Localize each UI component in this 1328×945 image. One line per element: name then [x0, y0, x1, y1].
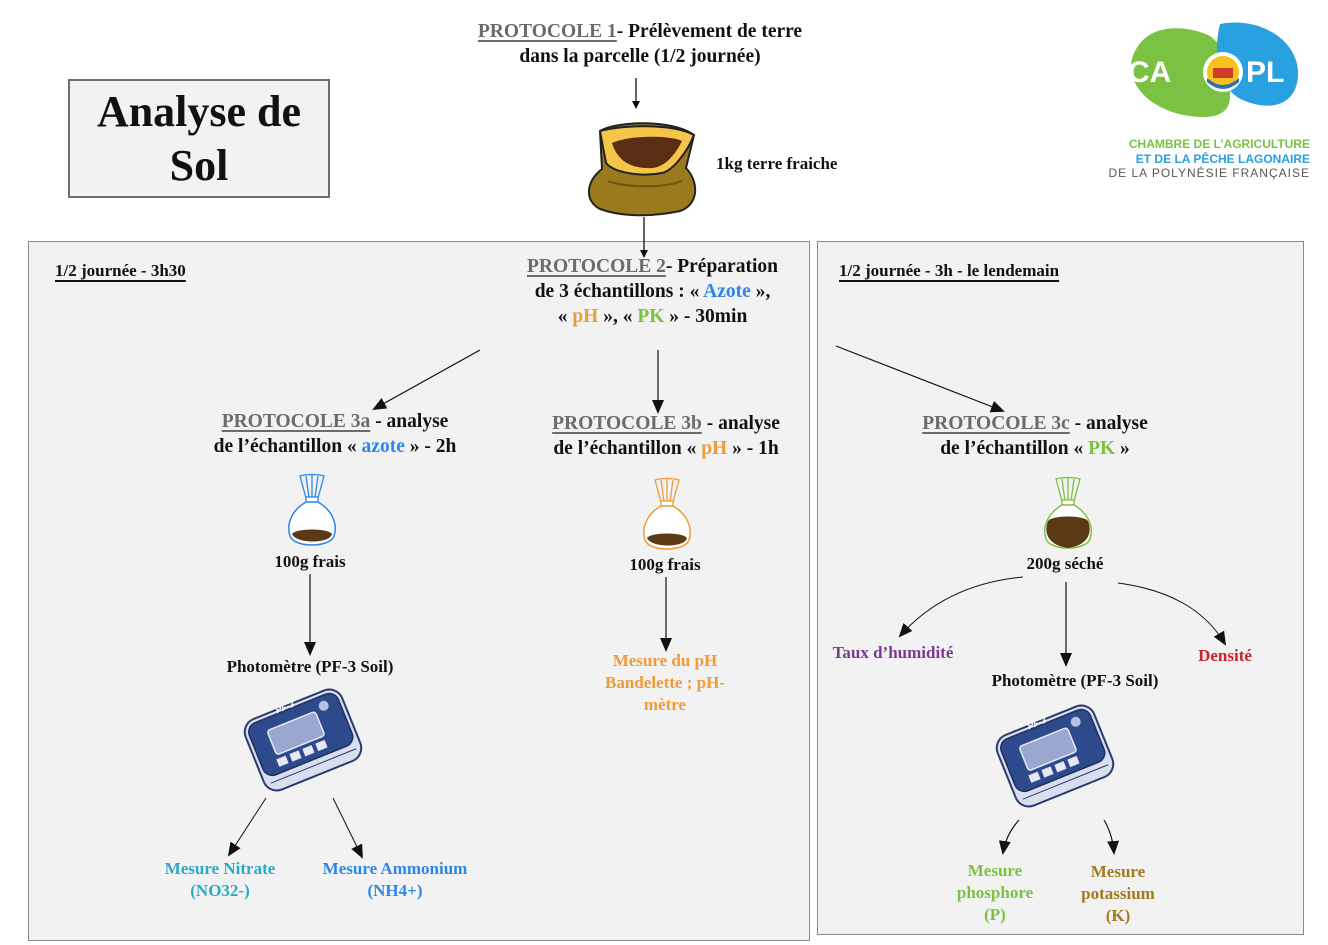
protocol2-name: PROTOCOLE 2: [527, 256, 666, 277]
photometer-3c-icon: PF-3: [995, 696, 1115, 816]
soil-sack-icon: [588, 122, 696, 217]
protocol1-text2: dans la parcelle (1/2 journée): [519, 46, 761, 67]
caopl-logo: CA PL CHAMBRE DE L’AGRICULTURE ET DE LA …: [1108, 16, 1310, 186]
protocol1-heading: PROTOCOLE 1- Prélèvement de terre dans l…: [400, 19, 880, 69]
logo-text-line2: ET DE LA PÊCHE LAGONAIRE: [1135, 152, 1310, 166]
measure-potassium-line3: (K): [1105, 906, 1131, 925]
protocol3a-instrument: Photomètre (PF-3 Soil): [226, 657, 394, 676]
protocol3b-sample: pH: [701, 438, 728, 459]
protocol2-azote: Azote: [703, 281, 751, 302]
protocol3b-quantity: 100g frais: [629, 555, 701, 574]
measure-phosphore-line3: (P): [984, 905, 1006, 924]
protocol3c-sample: PK: [1088, 438, 1116, 459]
arrow-sack-to-protocol2: [640, 217, 648, 258]
protocol3a-text2a: de l’échantillon «: [213, 436, 362, 457]
protocol2-text3c: » - 30min: [664, 306, 748, 327]
protocol2-text3a: «: [557, 306, 573, 327]
protocol3c-heading: PROTOCOLE 3c - analyse de l’échantillon …: [880, 411, 1190, 461]
measure-phosphore-line1: Mesure: [967, 861, 1023, 880]
logo-text-line1: CHAMBRE DE L’AGRICULTURE: [1128, 137, 1310, 151]
left-panel-duration: 1/2 journée - 3h30: [55, 261, 186, 280]
measure-potassium: Mesure potassium (K): [1058, 861, 1178, 927]
protocol3b-text2a: de l’échantillon «: [553, 438, 702, 459]
density: Densité: [1198, 646, 1252, 665]
sample-bag-azote-icon: [288, 473, 336, 546]
measure-ammonium-line1: Mesure Ammonium: [322, 859, 468, 878]
protocol3b-name: PROTOCOLE 3b: [552, 413, 702, 434]
protocol3a-sample: azote: [361, 436, 405, 457]
measure-ph-line2: Bandelette ; pH-: [605, 673, 725, 692]
page-title-line2: Sol: [169, 140, 229, 190]
protocol3b-text1: - analyse: [701, 413, 780, 434]
protocol3b-text2b: » - 1h: [727, 438, 779, 459]
measure-ph-line1: Mesure du pH: [612, 651, 718, 670]
measure-ph-line3: mètre: [643, 695, 687, 714]
protocol3c-text1: - analyse: [1069, 413, 1148, 434]
protocol3a-text1: - analyse: [370, 411, 449, 432]
measure-nitrate-line2: (NO32-): [190, 881, 250, 900]
arrow-protocol1-to-sack: [632, 78, 640, 109]
measure-phosphore: Mesure phosphore (P): [935, 860, 1055, 926]
protocol1-name: PROTOCOLE 1: [477, 21, 617, 42]
protocol3c-instrument: Photomètre (PF-3 Soil): [991, 671, 1159, 690]
page-title-box: Analyse de Sol: [68, 79, 330, 198]
protocol2-text3b: », «: [598, 306, 638, 327]
measure-ph: Mesure du pH Bandelette ; pH- mètre: [570, 650, 760, 716]
protocol2-ph: pH: [572, 306, 599, 327]
right-panel: [817, 241, 1304, 935]
measure-nitrate-line1: Mesure Nitrate: [164, 859, 276, 878]
protocol3c-text2a: de l’échantillon «: [940, 438, 1089, 459]
measure-phosphore-line2: phosphore: [956, 883, 1034, 902]
protocol2-pk: PK: [637, 306, 665, 327]
sample-bag-ph-icon: [643, 477, 691, 550]
protocol3b-heading: PROTOCOLE 3b - analyse de l’échantillon …: [520, 411, 812, 461]
protocol3a-text2b: » - 2h: [404, 436, 457, 457]
measure-ammonium-line2: (NH4+): [367, 881, 423, 900]
protocol2-text2b: »,: [750, 281, 771, 302]
protocol2-text1: - Préparation: [665, 256, 778, 277]
right-panel-duration: 1/2 journée - 3h - le lendemain: [839, 261, 1060, 280]
protocol3c-quantity: 200g séché: [1026, 554, 1104, 573]
left-panel: [28, 241, 810, 941]
logo-text-line3: DE LA POLYNÉSIE FRANÇAISE: [1108, 166, 1310, 180]
caopl-logo-mark: [1131, 22, 1299, 117]
measure-potassium-line2: potassium: [1081, 884, 1155, 903]
photometer-3a-icon: PF-3: [243, 680, 363, 800]
humidity-rate: Taux d’humidité: [832, 643, 954, 662]
protocol3a-quantity: 100g frais: [274, 552, 346, 571]
logo-letters-left: CA: [1128, 56, 1172, 89]
measure-ammonium: Mesure Ammonium (NH4+): [300, 858, 490, 902]
protocol3a-heading: PROTOCOLE 3a - analyse de l’échantillon …: [170, 409, 500, 459]
protocol3c-text2b: »: [1115, 438, 1130, 459]
protocol3c-name: PROTOCOLE 3c: [922, 413, 1070, 434]
protocol1-text1: - Prélèvement de terre: [616, 21, 803, 42]
protocol3a-name: PROTOCOLE 3a: [221, 411, 371, 432]
protocol2-text2a: de 3 échantillons : «: [534, 281, 704, 302]
protocol1-quantity: 1kg terre fraiche: [716, 154, 838, 173]
protocol2-heading: PROTOCOLE 2- Préparation de 3 échantillo…: [480, 254, 825, 329]
measure-nitrate: Mesure Nitrate (NO32-): [145, 858, 295, 902]
sample-bag-pk-icon: [1044, 476, 1092, 549]
page-title-line1: Analyse de: [96, 86, 302, 136]
logo-letters-right: PL: [1246, 56, 1285, 89]
measure-potassium-line1: Mesure: [1090, 862, 1146, 881]
